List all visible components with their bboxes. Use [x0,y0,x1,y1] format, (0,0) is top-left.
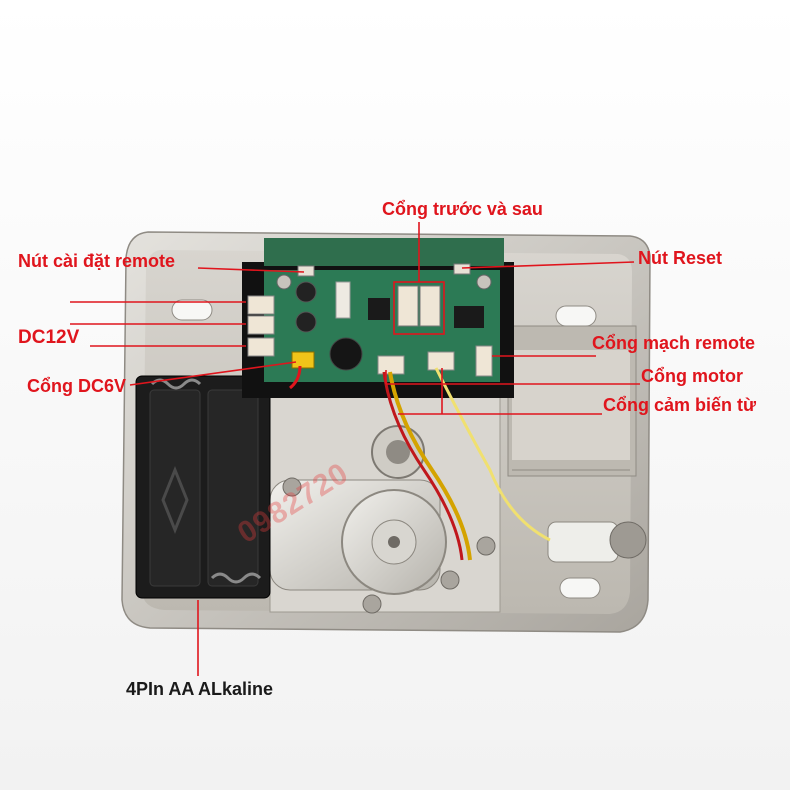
screw [282,477,302,497]
pcb-screw [476,274,492,290]
pcb-top-edge [264,238,504,266]
buzzer [329,337,363,371]
battery-slot [207,389,259,587]
label-front-back-port: Cổng trước và sau [382,199,543,219]
label-magnetic-sensor-port: Cổng cảm biến từ [603,395,757,415]
connector-front [397,285,419,327]
mount-slot [559,577,601,599]
capacitor [295,311,317,333]
motor-shaft [388,536,400,548]
spindle-core [386,440,410,464]
connector-remote [475,345,493,377]
leader-dc6v [129,361,297,386]
battery-spring [150,378,202,390]
battery-slot [149,389,201,587]
screw [476,536,496,556]
wire-sensor [434,367,551,542]
pcb-screw [276,274,292,290]
remote-setup-switch [297,265,315,277]
wire-red [382,371,464,561]
leader-remote-setup [197,267,305,273]
connector-left-2 [247,315,275,335]
capacitor [295,281,317,303]
label-dc12v: DC12V [18,327,80,348]
label-battery: 4PIn AA ALkaline [126,679,274,699]
pcb-connector [335,281,351,319]
battery-spring [210,572,262,584]
reset-switch [453,263,471,275]
leader-lines [70,222,640,676]
connector-back [419,285,441,327]
magnetic-sensor [547,521,619,563]
label-reset-button: Nút Reset [638,248,723,268]
label-remote-circuit-port: Cổng mạch remote [592,333,756,353]
leader-reset [461,261,635,269]
latch-bolt [512,350,630,460]
pcb-chip [368,298,390,320]
connector-dc6v [291,351,315,369]
connector-sensor [427,351,455,371]
label-remote-setup-button: Nút cài đặt remote [18,251,176,271]
mount-slot [171,299,213,321]
wire-red [289,365,302,390]
label-motor-port: Cổng motor [641,366,743,386]
screw [362,594,382,614]
connector-left-1 [247,295,275,315]
connector-motor [377,355,405,375]
wire-yellow [388,371,472,561]
sensor-magnet [609,521,647,559]
screw [440,570,460,590]
battery-polarity-mark [161,465,189,535]
label-dc6v-port: Cổng DC6V [27,376,126,396]
pcb-chip [454,306,484,328]
connector-left-3 [247,337,275,357]
mount-slot [555,305,597,327]
